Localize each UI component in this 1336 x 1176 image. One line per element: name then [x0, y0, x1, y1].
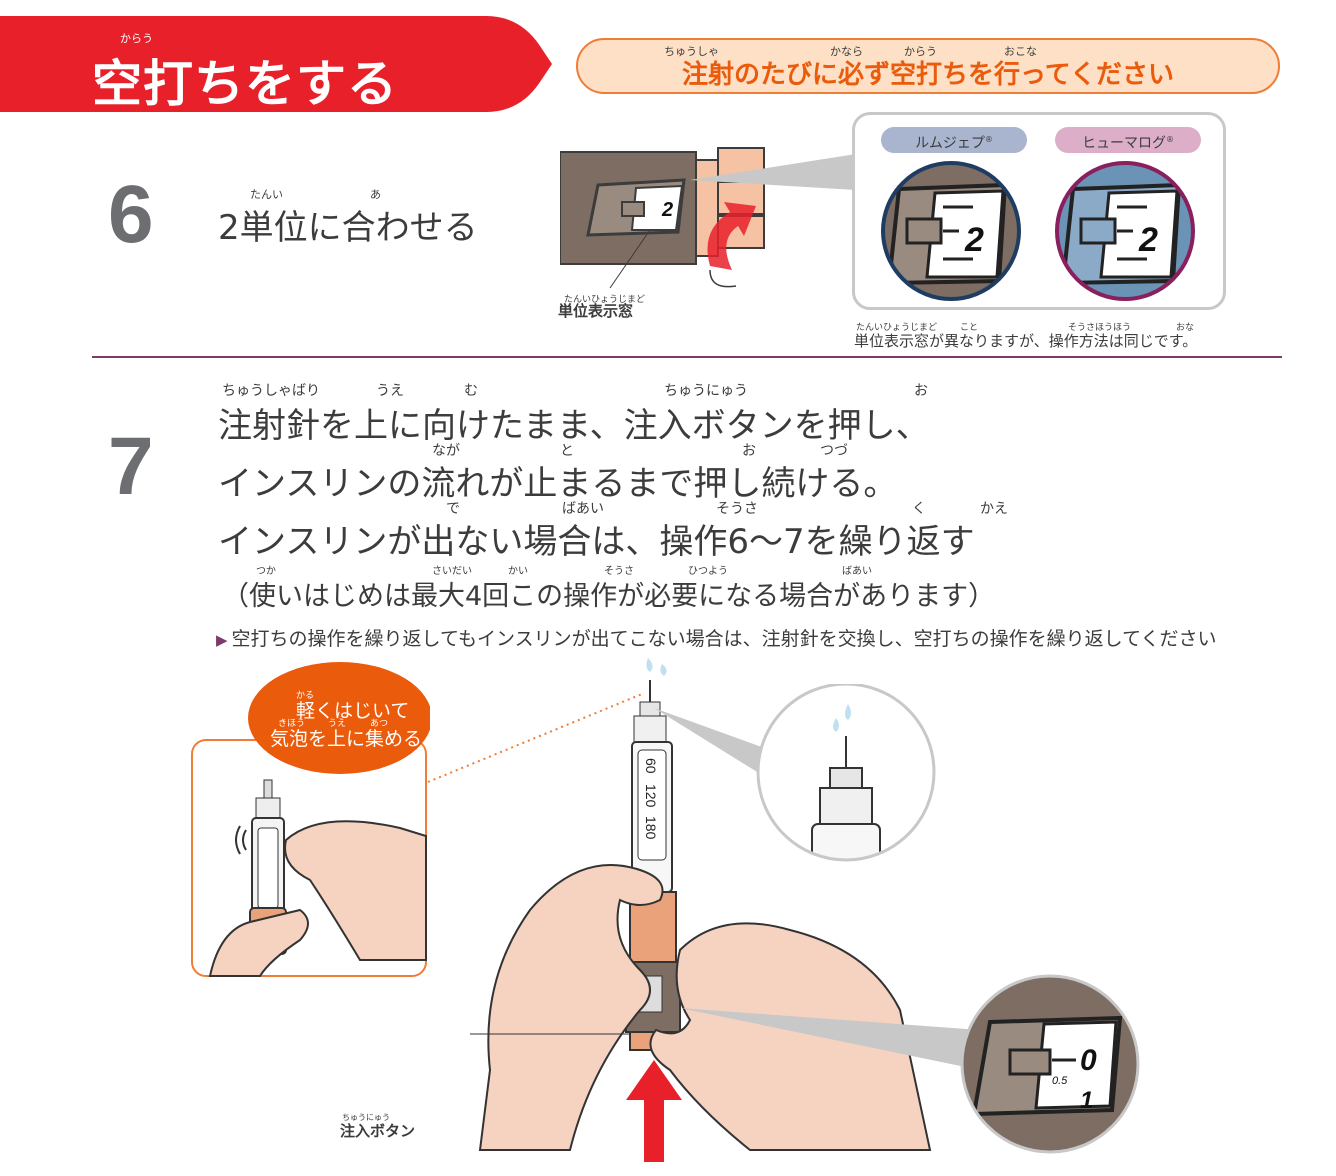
step-number-6: 6	[108, 169, 154, 260]
step7-line-2: インスリンの流れが止まるまで押し続ける。	[218, 464, 898, 504]
title-ruby: からう	[120, 32, 153, 45]
tip-note: ▶空打ちの操作を繰り返してもインスリンが出てこない場合は、注射針を交換し、空打ち…	[216, 624, 1217, 651]
dial-one: 1	[1080, 1087, 1093, 1114]
line2-ruby-4: つづ	[820, 443, 848, 459]
humalog-window-zoom: 2	[1055, 161, 1195, 301]
registered-mark: ®	[1166, 135, 1174, 144]
line1-ruby-4: ちゅうにゅう	[664, 383, 748, 399]
product-pill-humalog: ヒューマログ®	[1055, 127, 1201, 153]
step7-line-3: インスリンが出ない場合は、操作6〜7を繰り返す	[218, 522, 975, 562]
notice-banner: 注射のたびに必ず空打ちを行ってください	[576, 38, 1280, 94]
product-pill-lumjev: ルムジェプ®	[881, 127, 1027, 153]
bubble-line-1: 軽くはじいて	[296, 700, 410, 722]
registered-mark: ®	[984, 135, 993, 144]
line1-ruby-3: む	[464, 383, 478, 399]
line1-ruby-2: うえ	[376, 383, 404, 399]
pen-scale-180: 180	[643, 816, 659, 840]
bubble-ruby-1: かる	[296, 691, 315, 701]
svg-text:2: 2	[661, 199, 673, 221]
line1-ruby-1: ちゅうしゃばり	[222, 383, 320, 399]
product-name-humalog: ヒューマログ	[1082, 135, 1166, 152]
bubble-ruby-4: あつ	[370, 719, 389, 729]
caption-ruby-2: こと	[960, 323, 979, 333]
line4-ruby-5: ひつよう	[688, 566, 728, 577]
pen-scale-60: 60	[643, 758, 659, 774]
tip-text: 空打ちの操作を繰り返してもインスリンが出てこない場合は、注射針を交換し、空打ちの…	[231, 628, 1217, 650]
step-number-7: 7	[108, 421, 154, 512]
step7-line-1: 注射針を上に向けたまま、注入ボタンを押し、	[218, 406, 930, 446]
line1-ruby-5: お	[914, 383, 928, 399]
line3-ruby-4: く	[912, 501, 926, 517]
dial-zero-zoom: 0 0.5 1	[680, 974, 1140, 1154]
product-name-lumjev: ルムジェプ	[915, 135, 985, 152]
tap-pen-inset	[191, 662, 430, 977]
notice-ruby-3: からう	[904, 45, 937, 58]
line2-ruby-1: なが	[432, 443, 460, 459]
notice-ruby-4: おこな	[1004, 45, 1037, 58]
bubble-ruby-3: うえ	[328, 719, 347, 729]
zoom-connector	[690, 154, 856, 190]
step7-line-4: （使いはじめは最大4回この操作が必要になる場合があります）	[222, 581, 996, 612]
line4-ruby-3: かい	[508, 566, 528, 577]
caption-ruby-4: おな	[1176, 323, 1195, 333]
svg-text:2: 2	[1138, 221, 1158, 259]
window-label-ruby: たんいひょうじまど	[564, 295, 646, 305]
triangle-bullet-icon: ▶	[216, 631, 228, 649]
button-label-ruby: ちゅうにゅう	[342, 1113, 390, 1122]
header-tab	[0, 16, 552, 112]
dose-button-label: 注入ボタン	[340, 1122, 416, 1140]
window-label: 単位表示窓	[558, 302, 634, 320]
line4-ruby-2: さいだい	[432, 566, 472, 577]
product-caption: 単位表示窓が異なりますが、操作方法は同じです。	[854, 332, 1198, 350]
line4-ruby-4: そうさ	[604, 566, 634, 577]
pen-dial-illustration: 2	[560, 147, 765, 289]
bubble-line-2: 気泡を上に集める	[270, 728, 423, 750]
dotted-connector	[427, 693, 643, 783]
step6-instruction: 2単位に合わせる	[218, 208, 478, 248]
lumjev-window-zoom: 2	[881, 161, 1021, 301]
bubble-ruby-2: きほう	[278, 719, 306, 729]
product-comparison-box: ルムジェプ® ヒューマログ® 2 2	[852, 112, 1226, 310]
line4-ruby-6: ばあい	[842, 566, 872, 577]
line3-ruby-2: ばあい	[562, 501, 604, 517]
dial-half: 0.5	[1052, 1075, 1068, 1087]
line3-ruby-1: で	[446, 501, 460, 517]
notice-text: 注射のたびに必ず空打ちを行ってください	[682, 60, 1174, 90]
line2-ruby-3: お	[742, 443, 756, 459]
line3-ruby-3: そうさ	[716, 501, 758, 517]
line4-ruby-1: つか	[256, 566, 276, 577]
dial-zero: 0	[1080, 1044, 1097, 1077]
notice-ruby-1: ちゅうしゃ	[664, 45, 719, 58]
page-title: 空打ちをする	[92, 55, 398, 113]
main-pen-illustration: 60 120 180	[470, 658, 932, 1162]
step6-ruby-2: あ	[370, 188, 381, 201]
section-divider	[92, 356, 1282, 358]
needle-zoom	[654, 684, 936, 862]
line3-ruby-5: かえ	[980, 501, 1008, 517]
caption-ruby-1: たんいひょうじまど	[856, 323, 938, 333]
pen-scale-120: 120	[643, 784, 659, 808]
line2-ruby-2: と	[560, 443, 574, 459]
caption-ruby-3: そうさほうほう	[1068, 323, 1132, 333]
svg-text:2: 2	[964, 221, 984, 259]
notice-ruby-2: かなら	[830, 45, 863, 58]
step6-ruby-1: たんい	[250, 188, 283, 201]
